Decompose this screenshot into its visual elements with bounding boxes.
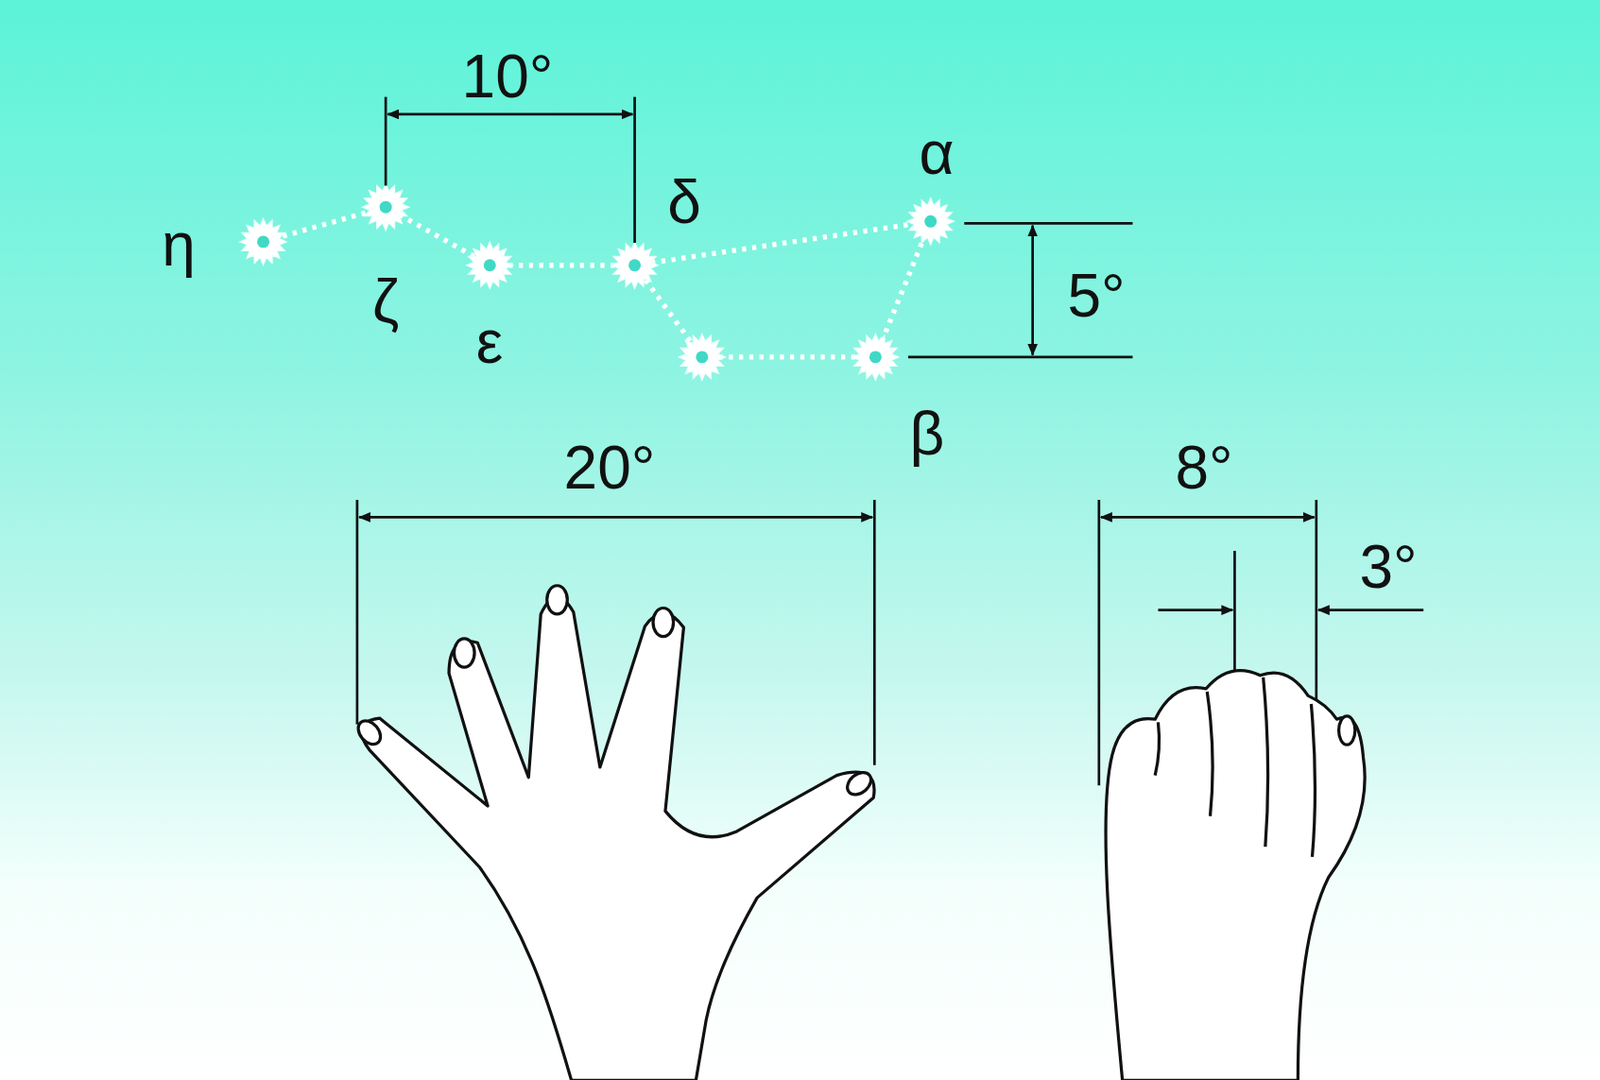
star	[465, 241, 514, 290]
star-burst	[465, 241, 514, 290]
star-core	[869, 350, 882, 363]
angle-label: 8°	[1174, 437, 1233, 499]
stars	[240, 183, 955, 380]
star-label: β	[910, 403, 946, 465]
star-core	[483, 258, 497, 272]
star-label: ε	[476, 311, 504, 373]
drawing	[240, 97, 1424, 1080]
star-core	[695, 350, 708, 363]
angle-label: 10°	[462, 46, 554, 107]
angle-label: 5°	[1066, 265, 1125, 327]
star-burst	[678, 333, 726, 381]
constellation-lines	[263, 206, 931, 358]
star	[240, 218, 288, 266]
star	[907, 197, 955, 245]
star-core	[379, 201, 393, 214]
star	[852, 333, 900, 381]
star-label: δ	[667, 172, 702, 233]
star-burst	[611, 241, 659, 290]
star-label: ζ	[372, 271, 399, 332]
angle-label: 20°	[564, 437, 656, 499]
star-core	[924, 215, 937, 228]
open-hand	[353, 585, 876, 1080]
star-burst	[240, 218, 288, 266]
star-core	[628, 258, 641, 272]
fist	[1105, 670, 1365, 1080]
star	[678, 333, 726, 381]
star-core	[257, 235, 270, 248]
star-label: α	[919, 122, 955, 184]
star-burst	[907, 197, 955, 245]
star-label: η	[161, 214, 196, 276]
angle-label: 3°	[1359, 536, 1417, 598]
star-burst	[852, 333, 900, 381]
star	[361, 183, 410, 231]
star	[611, 241, 659, 290]
star-burst	[361, 183, 410, 231]
